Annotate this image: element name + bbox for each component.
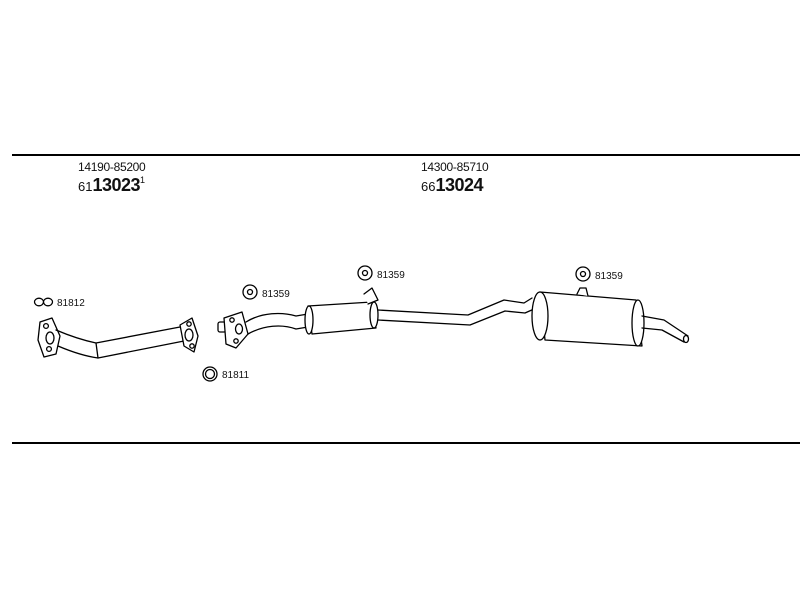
front-gasket-icon — [33, 297, 54, 307]
front-pipe-part-header: 14190-85200 61130231 — [78, 160, 146, 195]
middle-mount-label: 81359 — [377, 270, 405, 281]
top-divider-line — [12, 154, 800, 156]
middle-silencer-part — [217, 287, 535, 349]
pipe-mount-label: 81359 — [262, 289, 290, 300]
front-pipe-part — [37, 317, 199, 359]
rubber-mount-icon-rear — [575, 266, 591, 282]
rubber-mount-icon-pipe — [242, 284, 258, 300]
rear-mount-label: 81359 — [595, 271, 623, 282]
silencer-part-code: 6613024 — [421, 175, 484, 195]
silencer-oem-number: 14300-85710 — [421, 160, 489, 174]
front-pipe-oem-number: 14190-85200 — [78, 160, 146, 174]
pipe-end-flange — [179, 317, 199, 353]
silencer-part-header: 14300-85710 6613024 — [421, 160, 489, 195]
intermediate-flange — [223, 311, 249, 349]
middle-silencer-box — [304, 287, 379, 335]
rear-silencer-part — [531, 287, 690, 347]
rubber-mount-icon-middle — [357, 265, 373, 281]
ring-gasket-label: 81811 — [222, 370, 250, 381]
ring-gasket-icon — [202, 366, 218, 382]
manifold-flange — [37, 317, 61, 358]
front-pipe-part-code: 61130231 — [78, 175, 146, 195]
front-gasket-label: 81812 — [57, 298, 85, 309]
bottom-divider-line — [12, 442, 800, 444]
